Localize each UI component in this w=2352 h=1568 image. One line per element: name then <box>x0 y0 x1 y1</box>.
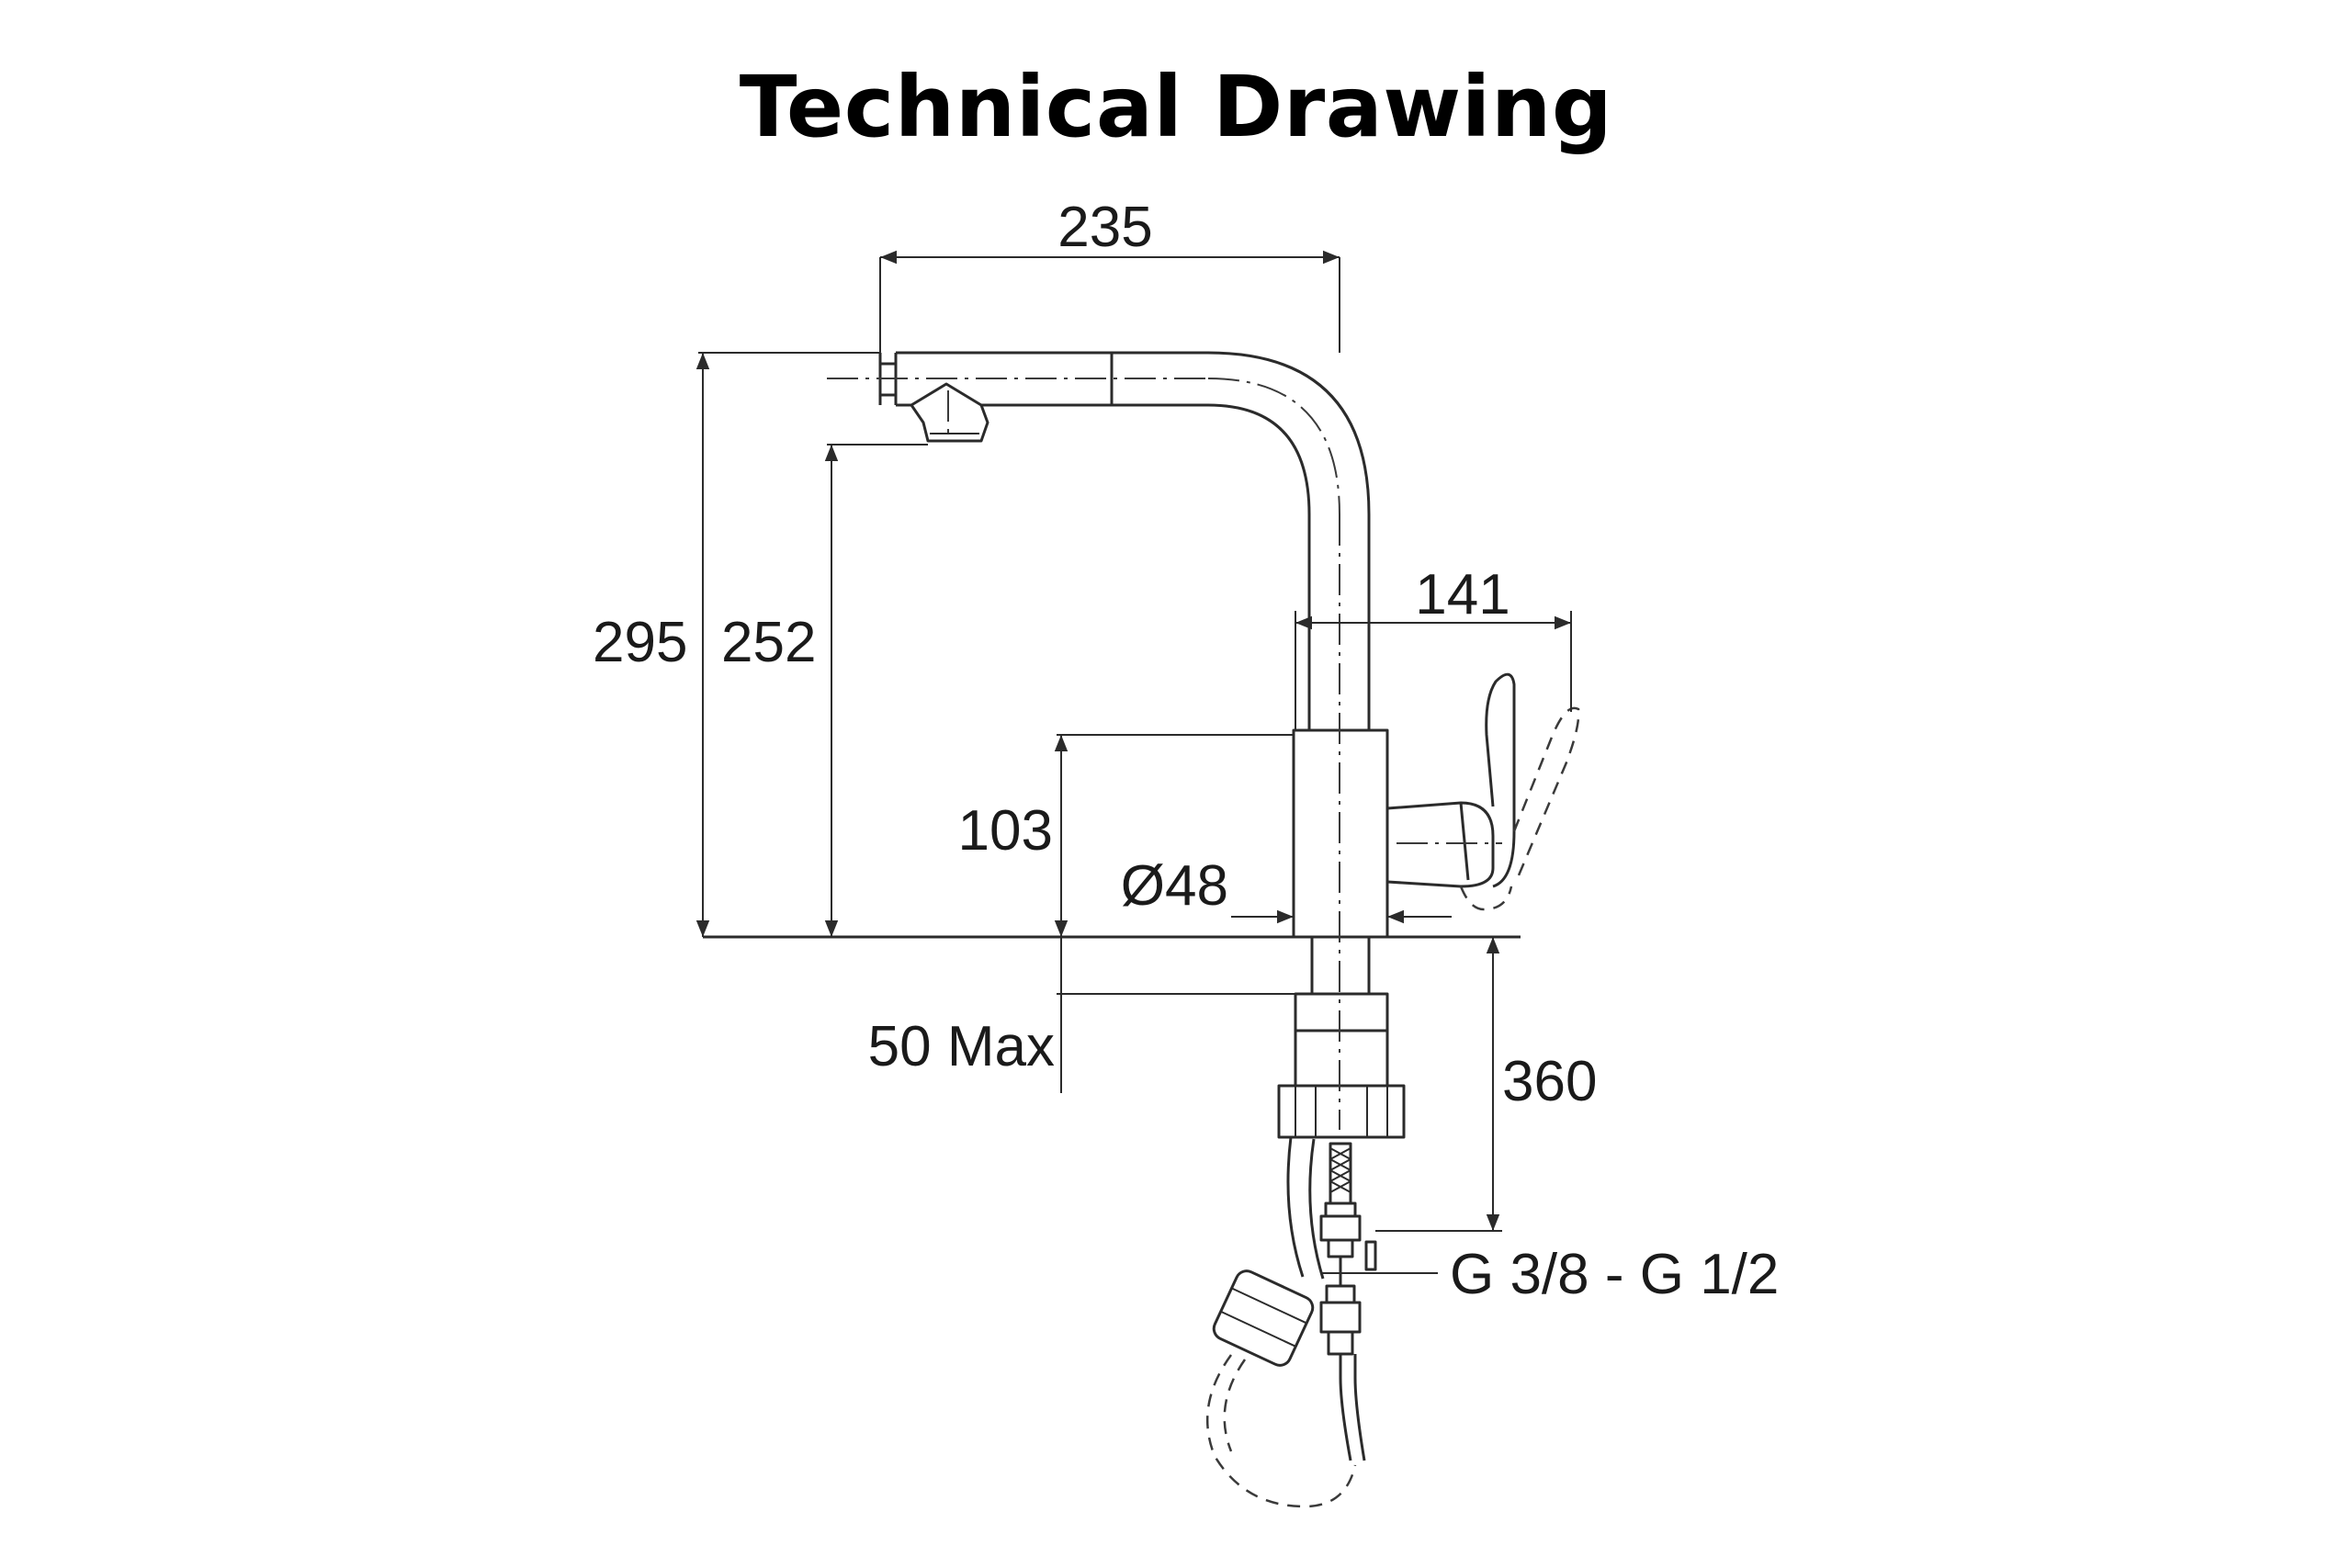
dimension-hose-length: 360 <box>1502 1050 1597 1113</box>
dimension-handle-reach: 141 <box>1415 563 1510 626</box>
dimension-spout-height: 252 <box>721 611 816 674</box>
dimension-overall-height: 295 <box>593 611 687 674</box>
dimension-deck-thickness: 50 Max <box>868 1015 1055 1078</box>
page-title: Technical Drawing <box>739 58 1613 156</box>
dimension-lines <box>695 250 1572 1274</box>
faucet-outline <box>703 351 1580 1508</box>
dimension-body-diameter: Ø48 <box>1121 854 1228 918</box>
dimension-connection-thread: G 3/8 - G 1/2 <box>1450 1243 1779 1306</box>
dimension-body-height: 103 <box>958 799 1053 863</box>
dimension-spout-reach: 235 <box>1057 196 1152 259</box>
